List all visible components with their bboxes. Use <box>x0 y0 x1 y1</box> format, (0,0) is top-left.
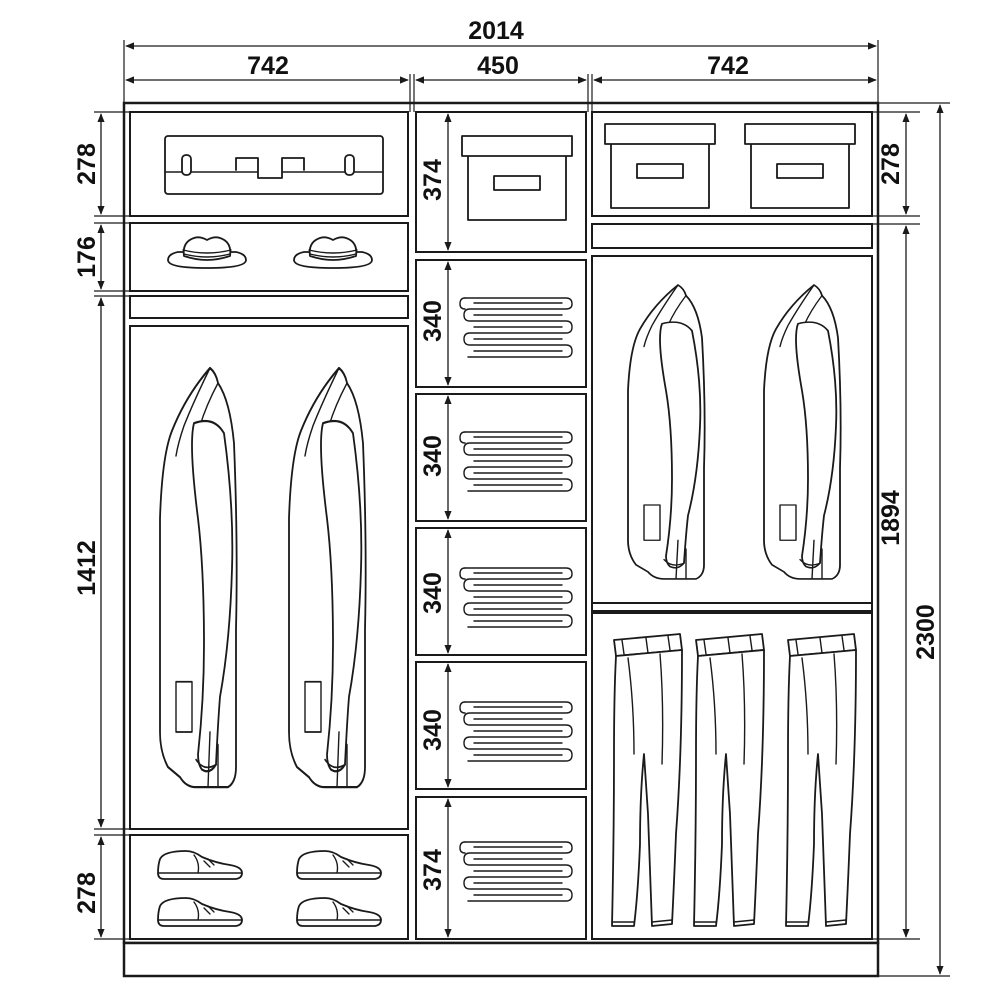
left-width-label: 742 <box>247 52 289 80</box>
left-rail-shelf <box>129 295 409 319</box>
middle-bottom-shelf <box>415 796 587 940</box>
middle-bottom-height-label: 374 <box>419 849 447 891</box>
dimension-lines <box>94 40 950 977</box>
middle-drawer-2-label: 340 <box>419 435 447 477</box>
right-rail-shelf <box>591 223 873 249</box>
right-hanging-height-label: 1894 <box>877 490 905 546</box>
middle-drawer-2 <box>415 393 587 522</box>
total-height-label: 2300 <box>912 604 940 660</box>
jacket-icon <box>287 366 367 789</box>
storage-box-icon <box>604 123 716 209</box>
middle-drawer-4-label: 340 <box>419 709 447 751</box>
middle-width-label: 450 <box>477 52 519 80</box>
left-hat-height-label: 176 <box>73 236 101 278</box>
jacket-icon <box>158 366 238 789</box>
storage-box-icon <box>461 135 573 221</box>
middle-drawer-3-label: 340 <box>419 572 447 614</box>
dimension-labels: 2014 742 450 742 278 176 1412 278 374 34… <box>73 17 940 914</box>
suitcase-icon <box>164 135 384 195</box>
right-width-label: 742 <box>707 52 749 80</box>
total-width-label: 2014 <box>468 17 524 45</box>
middle-drawer-1-label: 340 <box>419 300 447 342</box>
left-top-height-label: 278 <box>73 143 101 185</box>
right-top-height-label: 278 <box>877 143 905 185</box>
jacket-icon <box>763 284 842 580</box>
storage-box-icon <box>744 123 856 209</box>
jacket-icon <box>627 284 706 580</box>
left-bottom-height-label: 278 <box>73 872 101 914</box>
middle-top-height-label: 374 <box>419 159 447 201</box>
middle-drawer-1 <box>415 259 587 388</box>
left-hanging-height-label: 1412 <box>73 540 101 596</box>
right-divider-shelf <box>591 602 873 612</box>
